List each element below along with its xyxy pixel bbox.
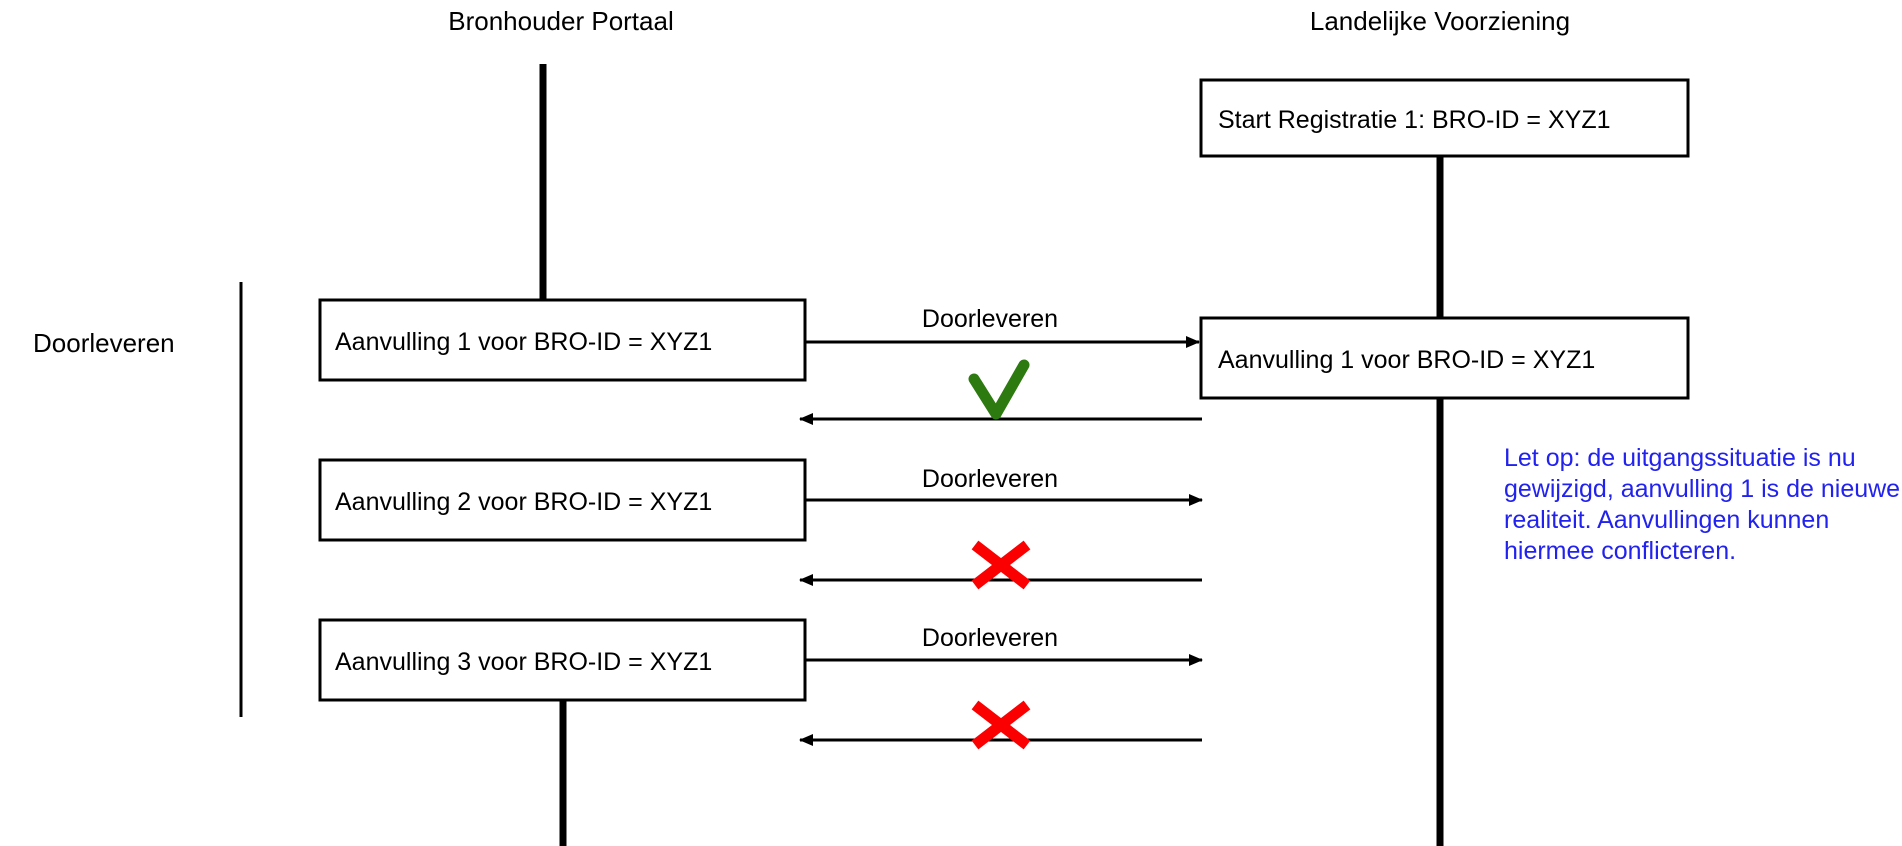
green-check-icon	[968, 359, 1030, 420]
message-label-doorleveren-1: Doorleveren	[922, 305, 1058, 333]
box-aanvulling-1-right	[1199, 316, 1690, 400]
note-line-3: realiteit. Aanvullingen kunnen	[1504, 506, 1829, 534]
box-start-registratie-label: Start Registratie 1: BRO-ID = XYZ1	[1218, 106, 1611, 134]
red-cross-icon-2	[971, 700, 1031, 750]
box-aanvulling-3-left-label: Aanvulling 3 voor BRO-ID = XYZ1	[335, 648, 712, 676]
lifeline-header-left: Bronhouder Portaal	[448, 6, 673, 36]
box-aanvulling-2-left-label: Aanvulling 2 voor BRO-ID = XYZ1	[335, 488, 712, 516]
box-aanvulling-2-left	[318, 458, 807, 542]
box-start-registratie	[1199, 78, 1690, 158]
message-label-doorleveren-2: Doorleveren	[922, 465, 1058, 493]
red-cross-icon	[971, 540, 1031, 590]
note-line-2: gewijzigd, aanvulling 1 is de nieuwe	[1504, 475, 1900, 503]
section-label-doorleveren: Doorleveren	[33, 328, 175, 358]
note-line-4: hiermee conflicteren.	[1504, 537, 1736, 565]
box-aanvulling-1-left	[318, 298, 807, 382]
message-label-doorleveren-3: Doorleveren	[922, 624, 1058, 652]
note-annotation: Let op: de uitgangssituatie is nu gewijz…	[1504, 444, 1902, 565]
note-line-1: Let op: de uitgangssituatie is nu	[1504, 444, 1856, 472]
box-aanvulling-3-left	[318, 618, 807, 702]
box-aanvulling-1-right-label: Aanvulling 1 voor BRO-ID = XYZ1	[1218, 346, 1595, 374]
lifeline-header-right: Landelijke Voorziening	[1310, 6, 1570, 36]
box-aanvulling-1-left-label: Aanvulling 1 voor BRO-ID = XYZ1	[335, 328, 712, 356]
